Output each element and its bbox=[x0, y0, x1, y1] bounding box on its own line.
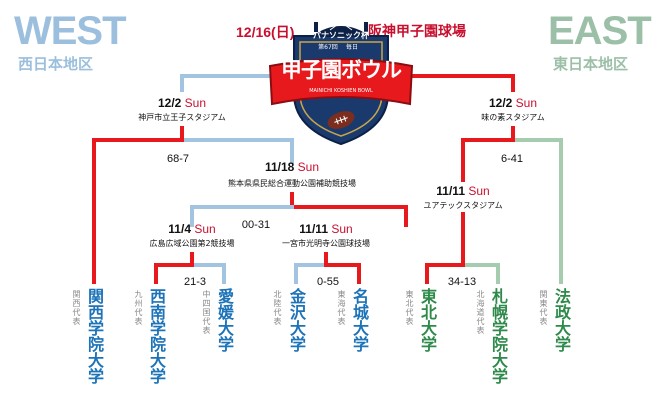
west-semi-date: 11/18 Sun bbox=[264, 160, 320, 174]
west-final-score: 68-7 bbox=[164, 153, 192, 165]
east-final-center bbox=[511, 126, 515, 142]
hosei-drop bbox=[559, 138, 563, 284]
west-qf-left-venue: 広島広域公園第2競技場 bbox=[149, 239, 235, 248]
west-qf-right-stem bbox=[404, 205, 408, 227]
east-final-left-bar bbox=[461, 138, 515, 142]
west-qf-left-stem bbox=[190, 205, 194, 227]
team-name: 金沢大学 bbox=[287, 288, 306, 352]
west-semi-upper-stem bbox=[290, 138, 294, 164]
team-name: 札幌学院大学 bbox=[489, 288, 508, 384]
east-final-stem bbox=[511, 74, 515, 92]
west-qf-left-center bbox=[190, 252, 194, 267]
west-qf-right-center bbox=[324, 252, 328, 267]
west-final-date: 12/2 Sun bbox=[157, 96, 207, 110]
final-date: 12/16(日) bbox=[236, 24, 295, 40]
east-semi-venue: ユアテックスタジアム bbox=[423, 201, 503, 210]
east-final-date: 12/2 Sun bbox=[488, 96, 538, 110]
west-semi-left-bar bbox=[190, 205, 294, 209]
west-qf-left-r bbox=[194, 263, 226, 267]
team-name: 東北大学 bbox=[418, 288, 437, 352]
team-name: 名城大学 bbox=[350, 288, 369, 352]
east-final-score: 6-41 bbox=[498, 153, 526, 165]
west-qf-right-score: 0-55 bbox=[314, 276, 342, 288]
east-semi-center bbox=[461, 212, 465, 267]
team-name: 関西学院大学 bbox=[85, 288, 104, 384]
sapporo-drop bbox=[496, 263, 500, 284]
logo-edition: 第67回 bbox=[318, 44, 338, 51]
team-region: 関西代表 bbox=[72, 290, 81, 326]
west-final-stem bbox=[180, 74, 184, 92]
team-region: 九州代表 bbox=[134, 290, 143, 326]
west-qf-right-l bbox=[294, 263, 324, 267]
final-venue: 阪神甲子園球場 bbox=[368, 24, 466, 40]
west-qf-right-r bbox=[324, 263, 361, 267]
seinan-drop bbox=[154, 263, 158, 284]
west-qf-right-date: 11/11 Sun bbox=[299, 222, 353, 236]
east-semi-stem bbox=[461, 138, 465, 182]
east-final-right-bar bbox=[515, 138, 563, 142]
team-region: 中四国代表 bbox=[202, 290, 211, 335]
team-region: 北陸代表 bbox=[273, 290, 282, 326]
west-final-link bbox=[180, 74, 300, 78]
team-region: 東北代表 bbox=[405, 290, 414, 326]
team-name: 西南学院大学 bbox=[147, 288, 166, 384]
logo-english: MAINICHI KOSHIEN BOWL bbox=[309, 88, 373, 94]
logo-paper: 毎日 bbox=[345, 44, 358, 51]
team-region: 東海代表 bbox=[337, 290, 346, 326]
east-semi-r bbox=[465, 263, 500, 267]
ehime-drop bbox=[222, 263, 226, 284]
west-final-venue: 神戸市立王子スタジアム bbox=[138, 113, 226, 122]
east-title: EAST bbox=[548, 9, 652, 53]
west-final-right-bar bbox=[184, 138, 294, 142]
koshien-bowl-logo bbox=[268, 21, 414, 146]
west-title: WEST bbox=[14, 9, 127, 53]
west-final-center bbox=[180, 126, 184, 142]
west-semi-venue: 熊本県県民総合運動公園補助競技場 bbox=[228, 179, 356, 188]
logo-sponsor: パナソニック杯 bbox=[313, 31, 369, 40]
east-semi-date: 11/11 Sun bbox=[436, 184, 490, 198]
east-subtitle: 東日本地区 bbox=[553, 55, 629, 73]
west-qf-left-date: 11/4 Sun bbox=[168, 222, 216, 236]
logo-title: 甲子園ボウル bbox=[281, 58, 402, 82]
east-semi-score: 34-13 bbox=[445, 276, 479, 288]
team-region: 北海道代表 bbox=[476, 290, 485, 335]
kanazawa-drop bbox=[294, 263, 298, 284]
west-final-left-bar bbox=[92, 138, 184, 142]
west-semi-right-bar bbox=[294, 205, 408, 209]
team-name: 愛媛大学 bbox=[215, 288, 234, 352]
west-qf-left-score: 21-3 bbox=[181, 276, 209, 288]
west-semi-center bbox=[290, 192, 294, 209]
team-name: 法政大学 bbox=[552, 288, 571, 352]
west-qf-right-venue: 一宮市光明寺公園球技場 bbox=[282, 239, 370, 248]
east-final-link bbox=[395, 74, 515, 78]
west-qf-left-l bbox=[154, 263, 194, 267]
team-region: 関東代表 bbox=[539, 290, 548, 326]
west-subtitle: 西日本地区 bbox=[18, 55, 94, 73]
west-semi-score: 00-31 bbox=[239, 219, 273, 231]
east-semi-l bbox=[425, 263, 465, 267]
west-left-drop bbox=[92, 138, 96, 284]
meijo-drop bbox=[357, 263, 361, 284]
tohoku-drop bbox=[425, 263, 429, 284]
east-final-venue: 味の素スタジアム bbox=[481, 113, 545, 122]
